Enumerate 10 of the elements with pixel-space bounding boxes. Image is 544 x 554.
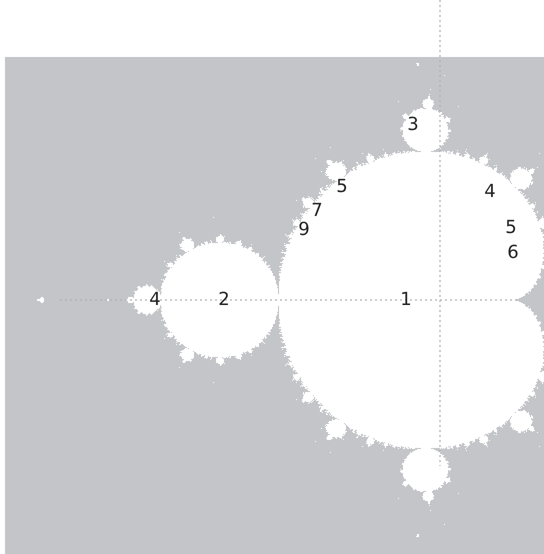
period-number: 3 [407,115,419,135]
period-number: 6 [507,243,519,263]
period-number: 7 [311,201,323,221]
period-number: 5 [336,177,348,197]
period-number: 5 [505,218,517,238]
period-number: 9 [298,220,310,240]
period-number: 2 [218,290,230,310]
period-number: 4 [149,290,161,310]
period-number: 4 [484,182,496,202]
period-number: 1 [400,290,412,310]
